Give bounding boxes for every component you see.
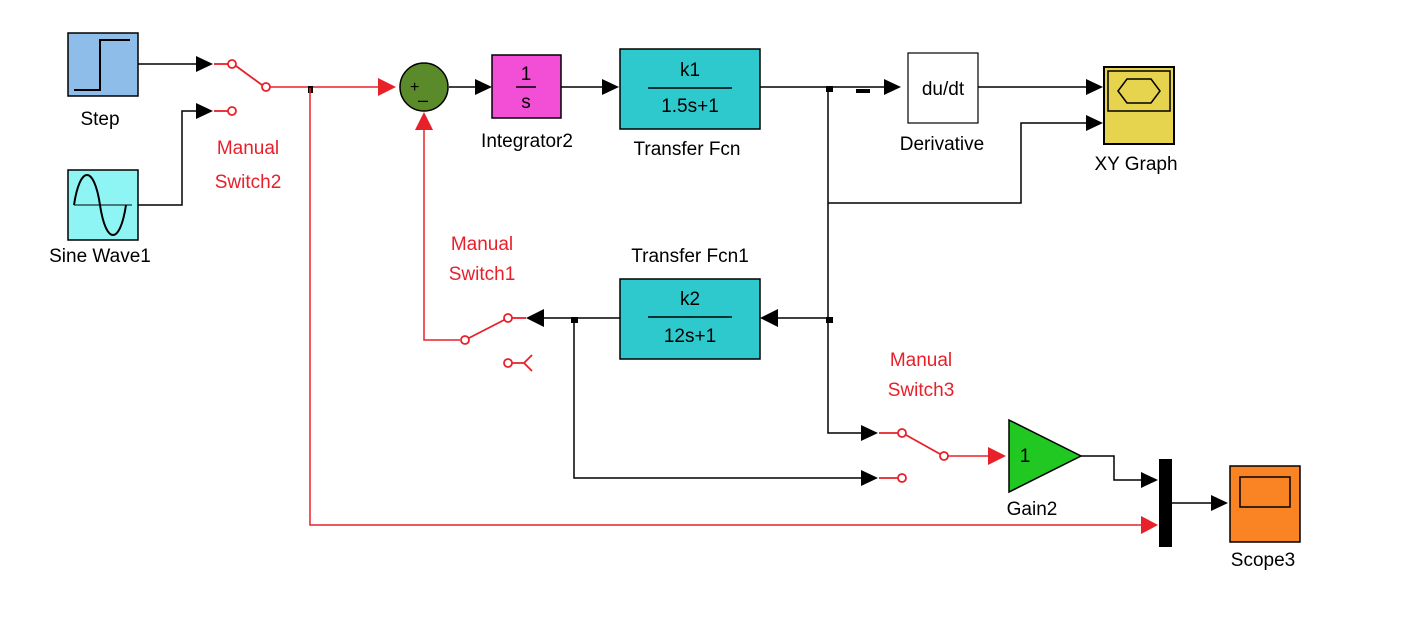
manual-switch1[interactable]	[460, 313, 533, 372]
sine-wave-label: Sine Wave1	[49, 246, 151, 267]
gain-block[interactable]: 1	[1008, 418, 1083, 494]
integrator-label: Integrator2	[481, 131, 573, 152]
branch-point	[826, 86, 833, 92]
integrator-numerator: 1	[521, 64, 532, 85]
arrow-gain-in	[988, 447, 1006, 465]
switch2-pivot	[261, 82, 271, 92]
manual-switch2-label-1: Manual	[217, 138, 279, 159]
manual-switch3-label-2: Switch3	[888, 380, 955, 401]
wire-y-bus	[827, 87, 866, 434]
transfer-fcn1-block[interactable]: k2 12s+1	[619, 278, 761, 360]
wire-switch1-to-sum	[423, 127, 460, 341]
switch3-contact-1	[897, 428, 907, 438]
arrow-switch3-in1	[861, 425, 878, 441]
arrow-sum-in2	[415, 112, 433, 130]
wire-y-to-xy	[828, 122, 1092, 204]
arrow-scope-in	[1211, 495, 1228, 511]
transfer-fcn-denominator: 1.5s+1	[661, 96, 719, 117]
arrow-switch1-in	[526, 309, 544, 327]
derivative-text: du/dt	[922, 79, 965, 100]
sum-minus-sign: –	[418, 90, 428, 110]
transfer-fcn-block[interactable]: k1 1.5s+1	[619, 48, 761, 130]
switch3-pivot	[939, 451, 949, 461]
transfer-fcn-numerator: k1	[680, 60, 700, 81]
switch1-contact-2	[503, 358, 513, 368]
arrow-tf1-in	[760, 309, 778, 327]
wire-tf1-to-switch3	[573, 318, 866, 479]
transfer-fcn1-numerator: k2	[680, 289, 700, 310]
switch1-contact-1	[503, 313, 513, 323]
branch-point	[826, 317, 833, 323]
switch1-pivot	[460, 335, 470, 345]
step-label: Step	[80, 109, 119, 130]
arrow-switch2-in1	[196, 56, 213, 72]
wire-sine-to-switch2	[138, 110, 200, 206]
wire-gain-to-mux	[1081, 455, 1146, 481]
manual-switch2[interactable]	[214, 59, 271, 116]
arrow-xy-in2	[1086, 115, 1103, 131]
sum-plus-sign: +	[410, 79, 419, 96]
integrator-block[interactable]: 1 s	[491, 54, 562, 119]
integrator-denominator: s	[521, 92, 531, 113]
scope-screen-icon	[1239, 476, 1291, 508]
scope-block[interactable]	[1229, 465, 1301, 543]
arrow-mux-in2	[1141, 516, 1158, 534]
sine-wave-block[interactable]	[67, 169, 139, 241]
xy-graph-icon	[1117, 78, 1161, 104]
arrow-switch3-in2	[861, 470, 878, 486]
arrow-tf-in	[602, 79, 619, 95]
arrow-mux-in1	[1141, 472, 1158, 488]
switch1-lever	[468, 319, 505, 339]
derivative-block[interactable]: du/dt	[907, 52, 979, 124]
xy-graph-label: XY Graph	[1094, 154, 1177, 175]
switch2-contact-2	[227, 106, 237, 116]
arrow-derivative-in	[884, 79, 901, 95]
gain-value: 1	[1020, 446, 1031, 467]
arrow-sum-in1	[378, 78, 396, 96]
manual-switch1-label-2: Switch1	[449, 264, 516, 285]
manual-switch1-label-1: Manual	[451, 234, 513, 255]
step-icon	[74, 39, 130, 91]
switch3-contact-2	[897, 473, 907, 483]
scope-label: Scope3	[1231, 550, 1295, 571]
transfer-fcn1-denominator: 12s+1	[664, 326, 716, 347]
mux-block[interactable]	[1159, 459, 1172, 547]
sum-block[interactable]: + –	[399, 62, 449, 112]
switch2-contact-1	[227, 59, 237, 69]
manual-switch3[interactable]	[879, 428, 949, 483]
transfer-fcn-label: Transfer Fcn	[634, 139, 741, 160]
branch-point	[856, 89, 870, 93]
switch2-lever	[235, 65, 263, 86]
gain-label: Gain2	[1007, 499, 1058, 520]
switch3-lever	[905, 434, 941, 455]
wire-reference-to-mux	[309, 88, 1146, 526]
manual-switch3-label-1: Manual	[890, 350, 952, 371]
sine-icon	[73, 174, 127, 236]
arrow-integrator-in	[475, 79, 492, 95]
arrow-xy-in1	[1086, 79, 1103, 95]
xy-graph-block[interactable]	[1103, 66, 1175, 145]
transfer-fcn1-label: Transfer Fcn1	[631, 246, 749, 267]
manual-switch2-label-2: Switch2	[215, 172, 282, 193]
step-block[interactable]	[67, 32, 139, 97]
arrow-switch2-in2	[196, 103, 213, 119]
derivative-label: Derivative	[900, 134, 984, 155]
switch1-lead-2	[512, 354, 533, 372]
